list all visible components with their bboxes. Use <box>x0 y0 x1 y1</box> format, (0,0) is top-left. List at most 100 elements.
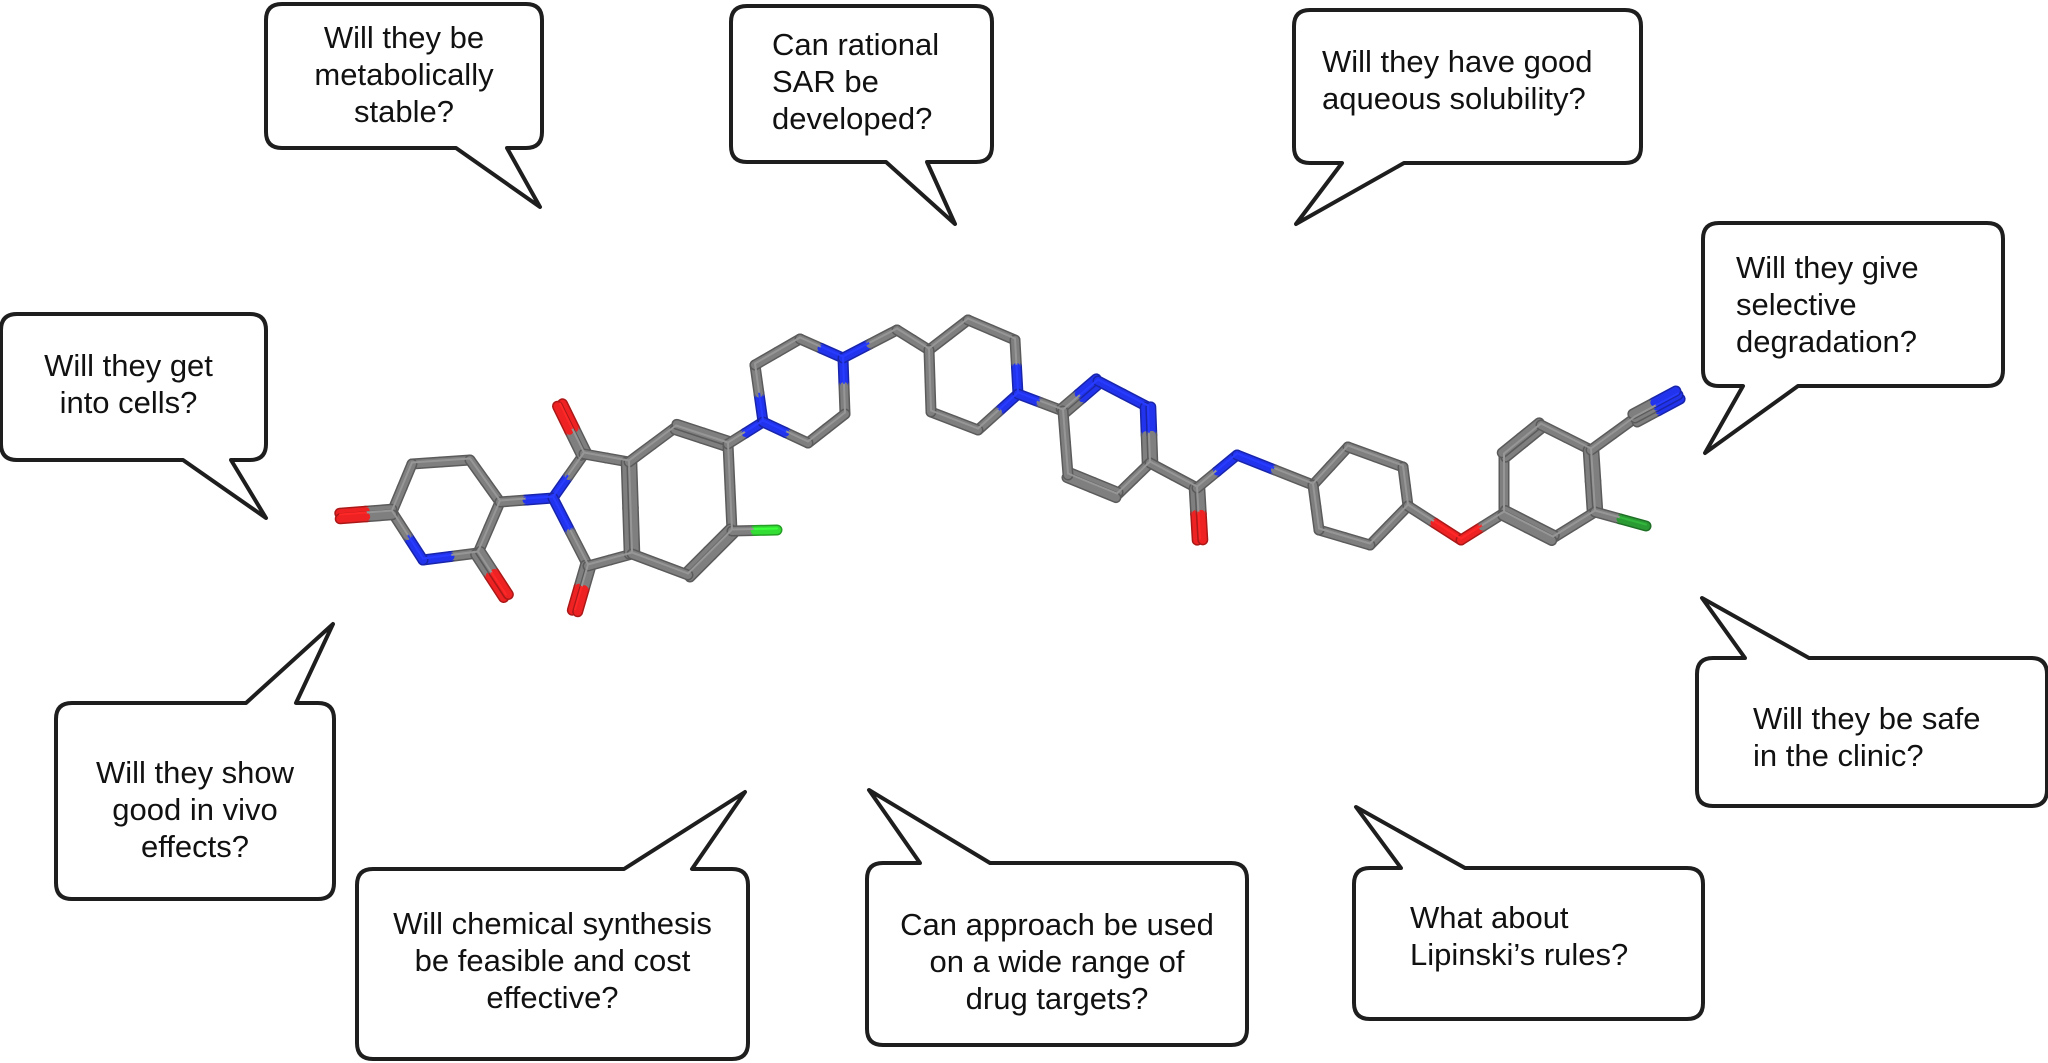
bond-highlight <box>1091 482 1118 495</box>
bond-highlight <box>1015 364 1019 394</box>
bond-q5-q6 <box>950 417 982 434</box>
bond-highlight <box>1407 503 1436 523</box>
bond-qN-z1 <box>1014 390 1045 407</box>
bond-highlight <box>842 355 845 386</box>
bond-highlight <box>754 362 760 393</box>
bond-g6-gO1 <box>361 505 396 516</box>
bond-highlight <box>1460 524 1484 540</box>
bond-highlight <box>807 426 828 443</box>
bond-highlight <box>842 341 871 358</box>
bond-highlight <box>776 336 801 352</box>
bond-highlight <box>675 424 703 435</box>
bond-highlight <box>1369 523 1390 545</box>
bond-highlight <box>1573 509 1596 525</box>
bond-zN1-zN2 <box>1094 377 1127 398</box>
bond-highlight <box>583 451 608 458</box>
bond-highlight <box>391 509 409 536</box>
speech-bubble-selective-degradation <box>1701 221 2005 455</box>
bubble-text-clinical-safety: Will they be safe in the clinic? <box>1753 701 1981 773</box>
bond-highlight <box>1236 452 1276 470</box>
bond-highlight <box>1079 378 1099 396</box>
bond-highlight <box>731 528 756 531</box>
bond-highlight <box>1274 467 1314 485</box>
bond-r6-r1 <box>1525 519 1559 540</box>
bond-highlight <box>401 461 413 488</box>
bond-bz3-F1 <box>750 526 781 535</box>
bond-highlight <box>1216 452 1238 471</box>
bond-highlight <box>930 409 956 421</box>
bond-h2-h3 <box>1344 443 1380 461</box>
bond-highlight <box>799 336 823 348</box>
bond-highlight <box>1196 485 1200 514</box>
bubble-text-selective-degradation: Will they give selective degradation? <box>1736 250 1919 359</box>
bubble-text-rational-sar: Can rational SAR be developed? <box>772 27 940 136</box>
bond-g6-gO1-b <box>336 512 371 523</box>
bond-highlight <box>552 473 570 498</box>
bond-highlight <box>488 499 501 527</box>
bond-g6-gO1 <box>335 507 370 518</box>
bond-highlight <box>580 563 589 588</box>
bond-highlight <box>659 562 689 575</box>
bond-highlight <box>1619 516 1647 526</box>
bond-am-amN <box>1193 467 1221 492</box>
bond-highlight <box>727 430 747 444</box>
bond-highlight <box>406 533 424 560</box>
bond-highlight <box>574 586 583 611</box>
bond-highlight <box>1097 378 1124 394</box>
bond-highlight <box>609 551 633 560</box>
bond-highlight <box>628 459 632 508</box>
bond-q2-q3 <box>964 316 996 334</box>
bond-r4-cn1 <box>1587 430 1617 454</box>
bond-i3a-i7a <box>623 504 634 559</box>
bond-highlight <box>1196 469 1218 488</box>
bond-highlight <box>912 337 930 350</box>
bond-iC1-iO1 <box>558 399 579 433</box>
bond-highlight <box>1481 510 1505 526</box>
bond-g4-gO2-b <box>490 568 513 599</box>
bond-highlight <box>1374 454 1404 467</box>
speech-bubble-rational-sar <box>729 4 994 226</box>
bond-bz1-bz2-b <box>672 420 707 437</box>
bond-highlight <box>469 457 486 481</box>
bond-highlight <box>1634 404 1658 418</box>
bond-pd-pN1 <box>759 418 790 437</box>
bond-highlight <box>784 430 809 443</box>
bond-highlight <box>1612 415 1636 434</box>
bond-highlight <box>1017 391 1042 402</box>
bond-highlight <box>628 442 654 462</box>
bond-pd-pN1 <box>781 428 812 447</box>
bond-r6-r1 <box>1501 506 1534 528</box>
bond-r4-r5-b <box>1591 476 1602 516</box>
bond-highlight <box>1655 392 1679 406</box>
bond-highlight <box>440 457 471 462</box>
bond-highlight <box>820 346 844 358</box>
speech-bubble-cell-permeability <box>0 312 268 520</box>
bond-highlight <box>1404 484 1409 506</box>
bond-highlight <box>1343 535 1371 545</box>
bond-i3a-i7a-b <box>629 503 639 558</box>
bond-g4-gO2-b <box>476 547 499 577</box>
bond-i3a-i7a <box>622 458 632 513</box>
bond-highlight <box>559 402 573 429</box>
bond-highlight <box>953 418 979 430</box>
bond-highlight <box>1172 473 1198 488</box>
bond-highlight <box>762 419 787 432</box>
speech-bubble-in-vivo-effects <box>54 622 336 901</box>
bond-iC1-iO1-b <box>553 402 574 435</box>
bond-highlight <box>997 391 1019 412</box>
bond-amN-h1 <box>1271 466 1317 489</box>
bond-h4-eO <box>1404 502 1439 527</box>
bond-highlight <box>1062 408 1067 443</box>
bond-iC2-iO2 <box>568 583 583 615</box>
bond-am-amO-b <box>1197 509 1207 544</box>
bubble-text-in-vivo-effects: Will they show good in vivo effects? <box>95 755 295 864</box>
bond-z5-z6 <box>1089 478 1123 497</box>
bond-highlight <box>449 550 479 556</box>
bond-highlight <box>1503 437 1524 455</box>
bond-r5-Cl1 <box>1591 508 1625 523</box>
bond-z5-z6-b <box>1087 483 1120 502</box>
bond-highlight <box>1148 432 1151 463</box>
bond-pN2-ch2 <box>839 340 874 362</box>
